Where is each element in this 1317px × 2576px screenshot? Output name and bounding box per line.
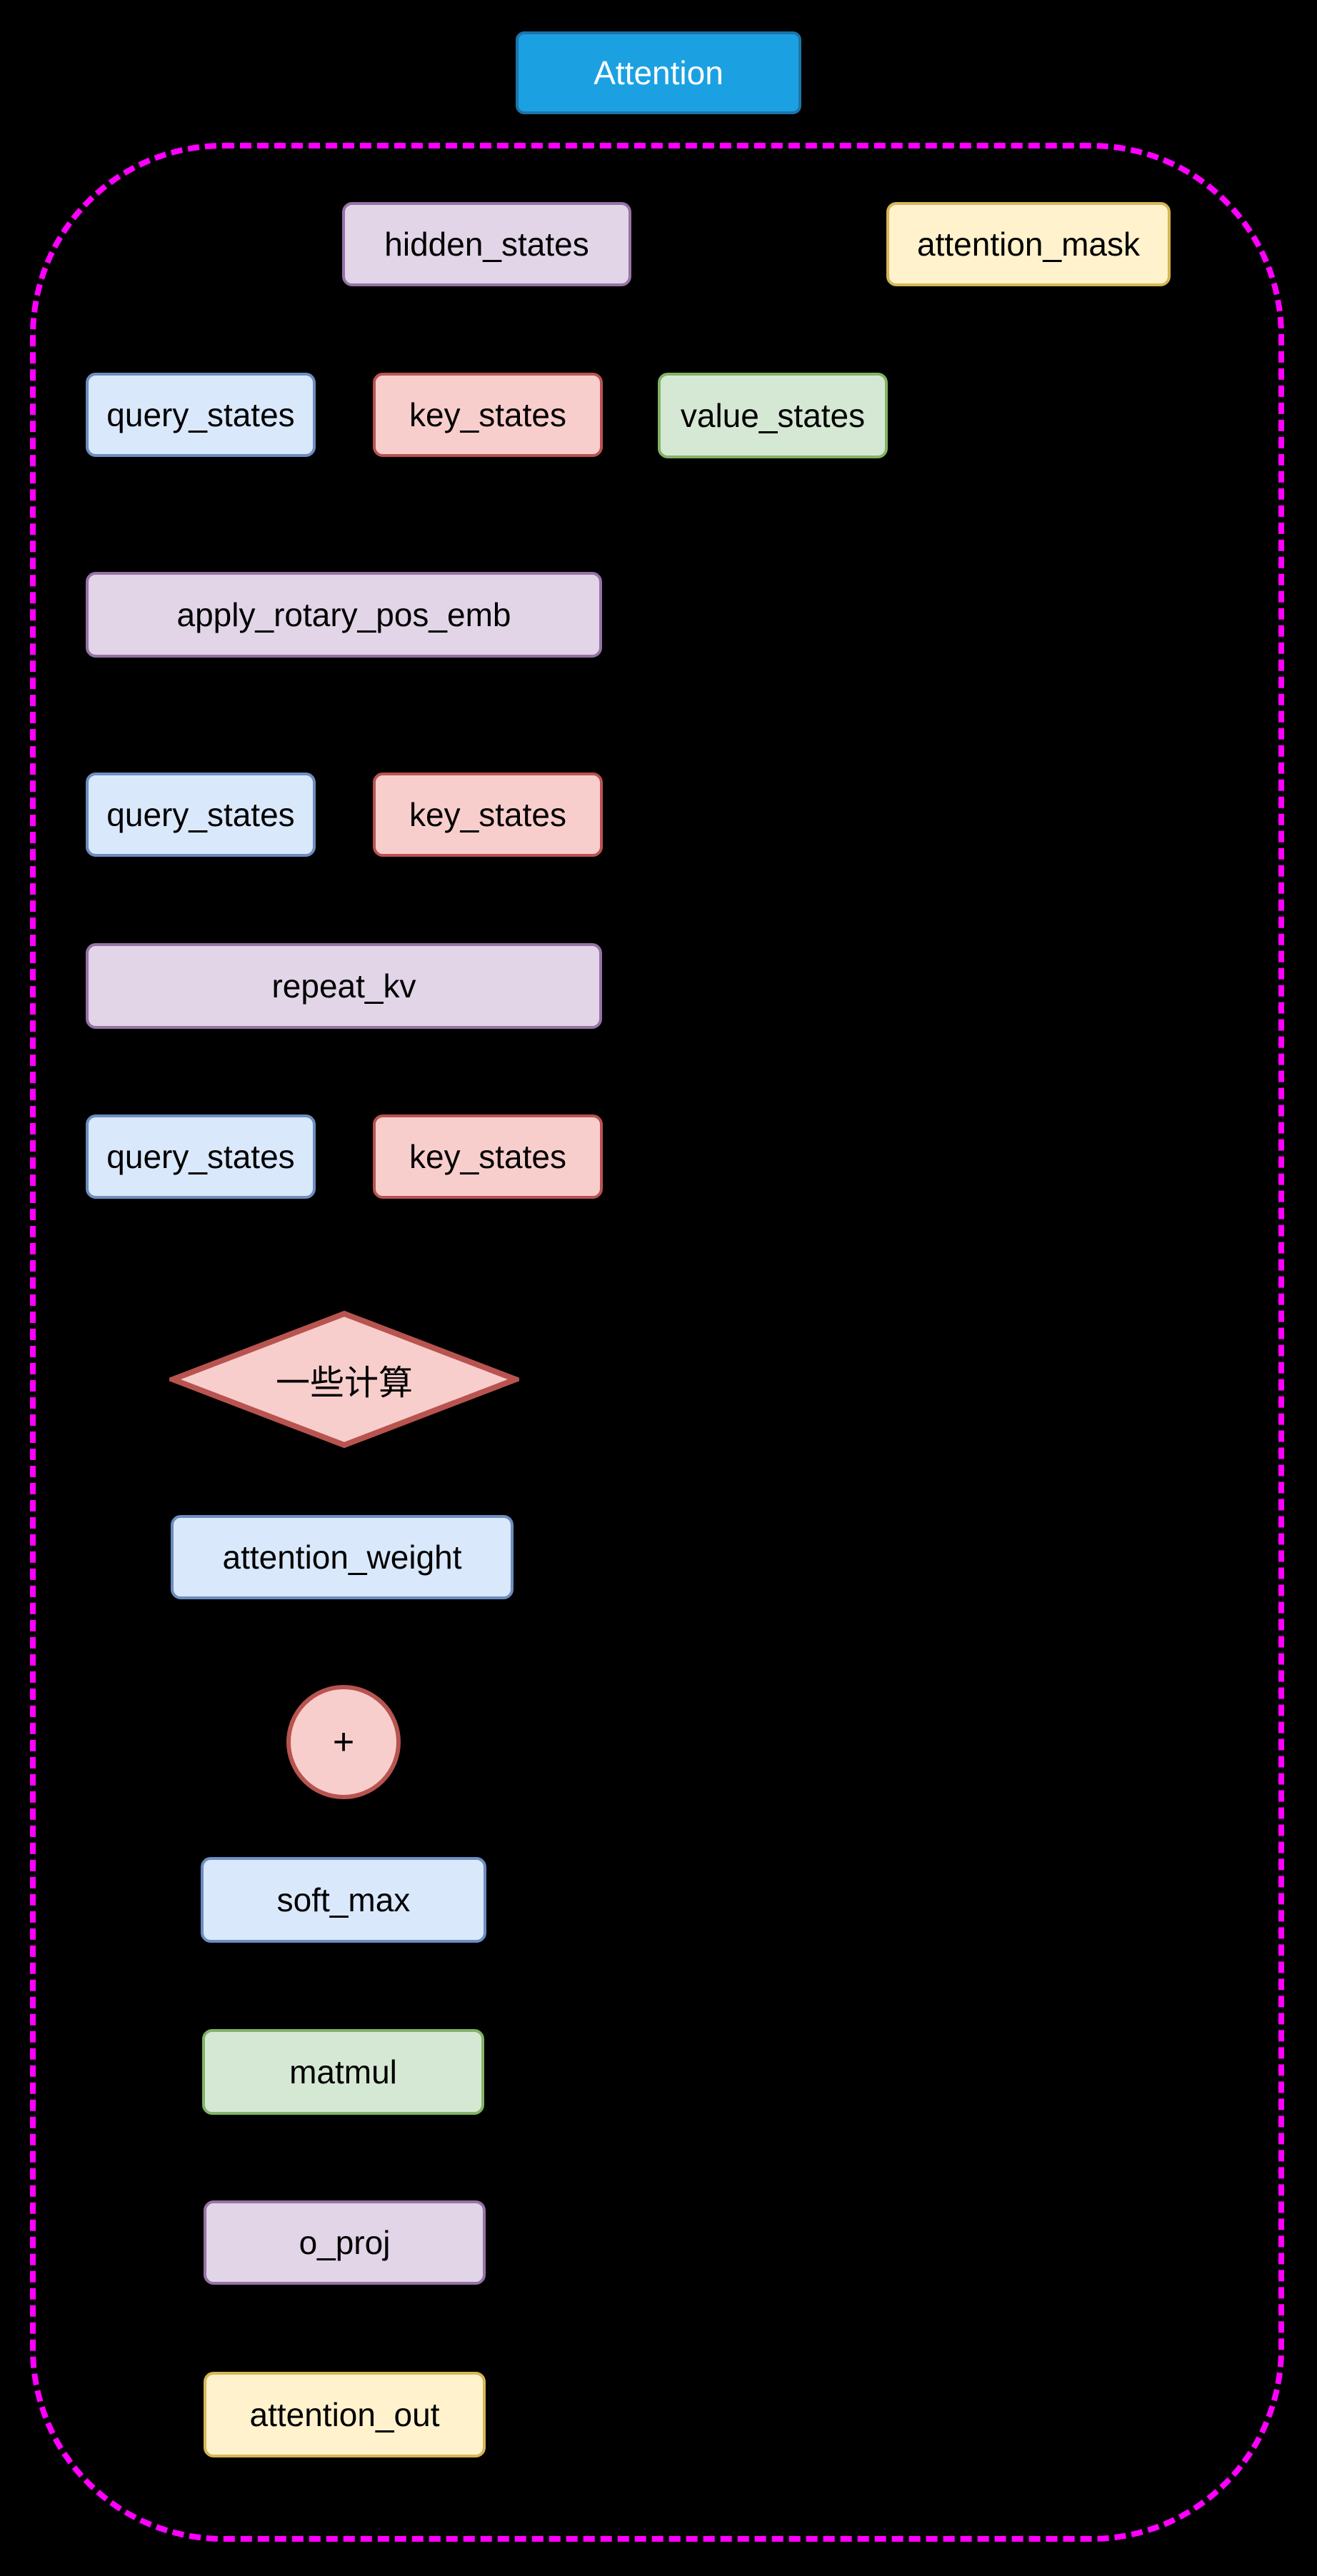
node-label: value_states xyxy=(680,397,866,434)
node-o-proj: o_proj xyxy=(204,2200,486,2285)
node-label: key_states xyxy=(409,1138,566,1175)
node-label: hidden_states xyxy=(384,226,589,263)
node-soft-max: soft_max xyxy=(201,1857,486,1943)
node-label: apply_rotary_pos_emb xyxy=(176,596,511,633)
node-label: o_proj xyxy=(299,2224,391,2261)
node-matmul: matmul xyxy=(202,2029,484,2115)
node-label: attention_weight xyxy=(222,1539,462,1576)
title-label: Attention xyxy=(594,54,723,91)
node-query-states-1: query_states xyxy=(86,373,316,457)
node-label: query_states xyxy=(106,796,295,833)
node-some-computation: 一些计算 xyxy=(169,1310,519,1449)
diamond-shape xyxy=(169,1310,519,1449)
node-repeat-kv: repeat_kv xyxy=(86,943,602,1029)
node-key-states-2: key_states xyxy=(373,773,603,857)
node-query-states-3: query_states xyxy=(86,1115,316,1199)
title-node-attention: Attention xyxy=(516,31,801,114)
node-label: query_states xyxy=(106,396,295,433)
node-attention-weight: attention_weight xyxy=(171,1515,514,1599)
node-key-states-3: key_states xyxy=(373,1115,603,1199)
node-value-states: value_states xyxy=(658,373,888,458)
plus-label: + xyxy=(332,1721,355,1763)
node-plus-circle: + xyxy=(286,1685,401,1799)
node-label: repeat_kv xyxy=(271,967,416,1005)
node-key-states-1: key_states xyxy=(373,373,603,457)
node-query-states-2: query_states xyxy=(86,773,316,857)
node-label: attention_mask xyxy=(917,226,1140,263)
node-label: query_states xyxy=(106,1138,295,1175)
node-label: key_states xyxy=(409,796,566,833)
node-attention-out: attention_out xyxy=(204,2372,486,2457)
node-label: key_states xyxy=(409,396,566,433)
node-attention-mask: attention_mask xyxy=(886,202,1171,286)
node-label: matmul xyxy=(289,2053,397,2091)
node-hidden-states: hidden_states xyxy=(342,202,631,286)
attention-group-frame xyxy=(30,143,1284,2542)
node-label: 一些计算 xyxy=(275,1364,413,1402)
node-label: soft_max xyxy=(276,1881,411,1918)
node-apply-rotary-pos-emb: apply_rotary_pos_emb xyxy=(86,572,602,658)
node-label: attention_out xyxy=(249,2396,440,2433)
